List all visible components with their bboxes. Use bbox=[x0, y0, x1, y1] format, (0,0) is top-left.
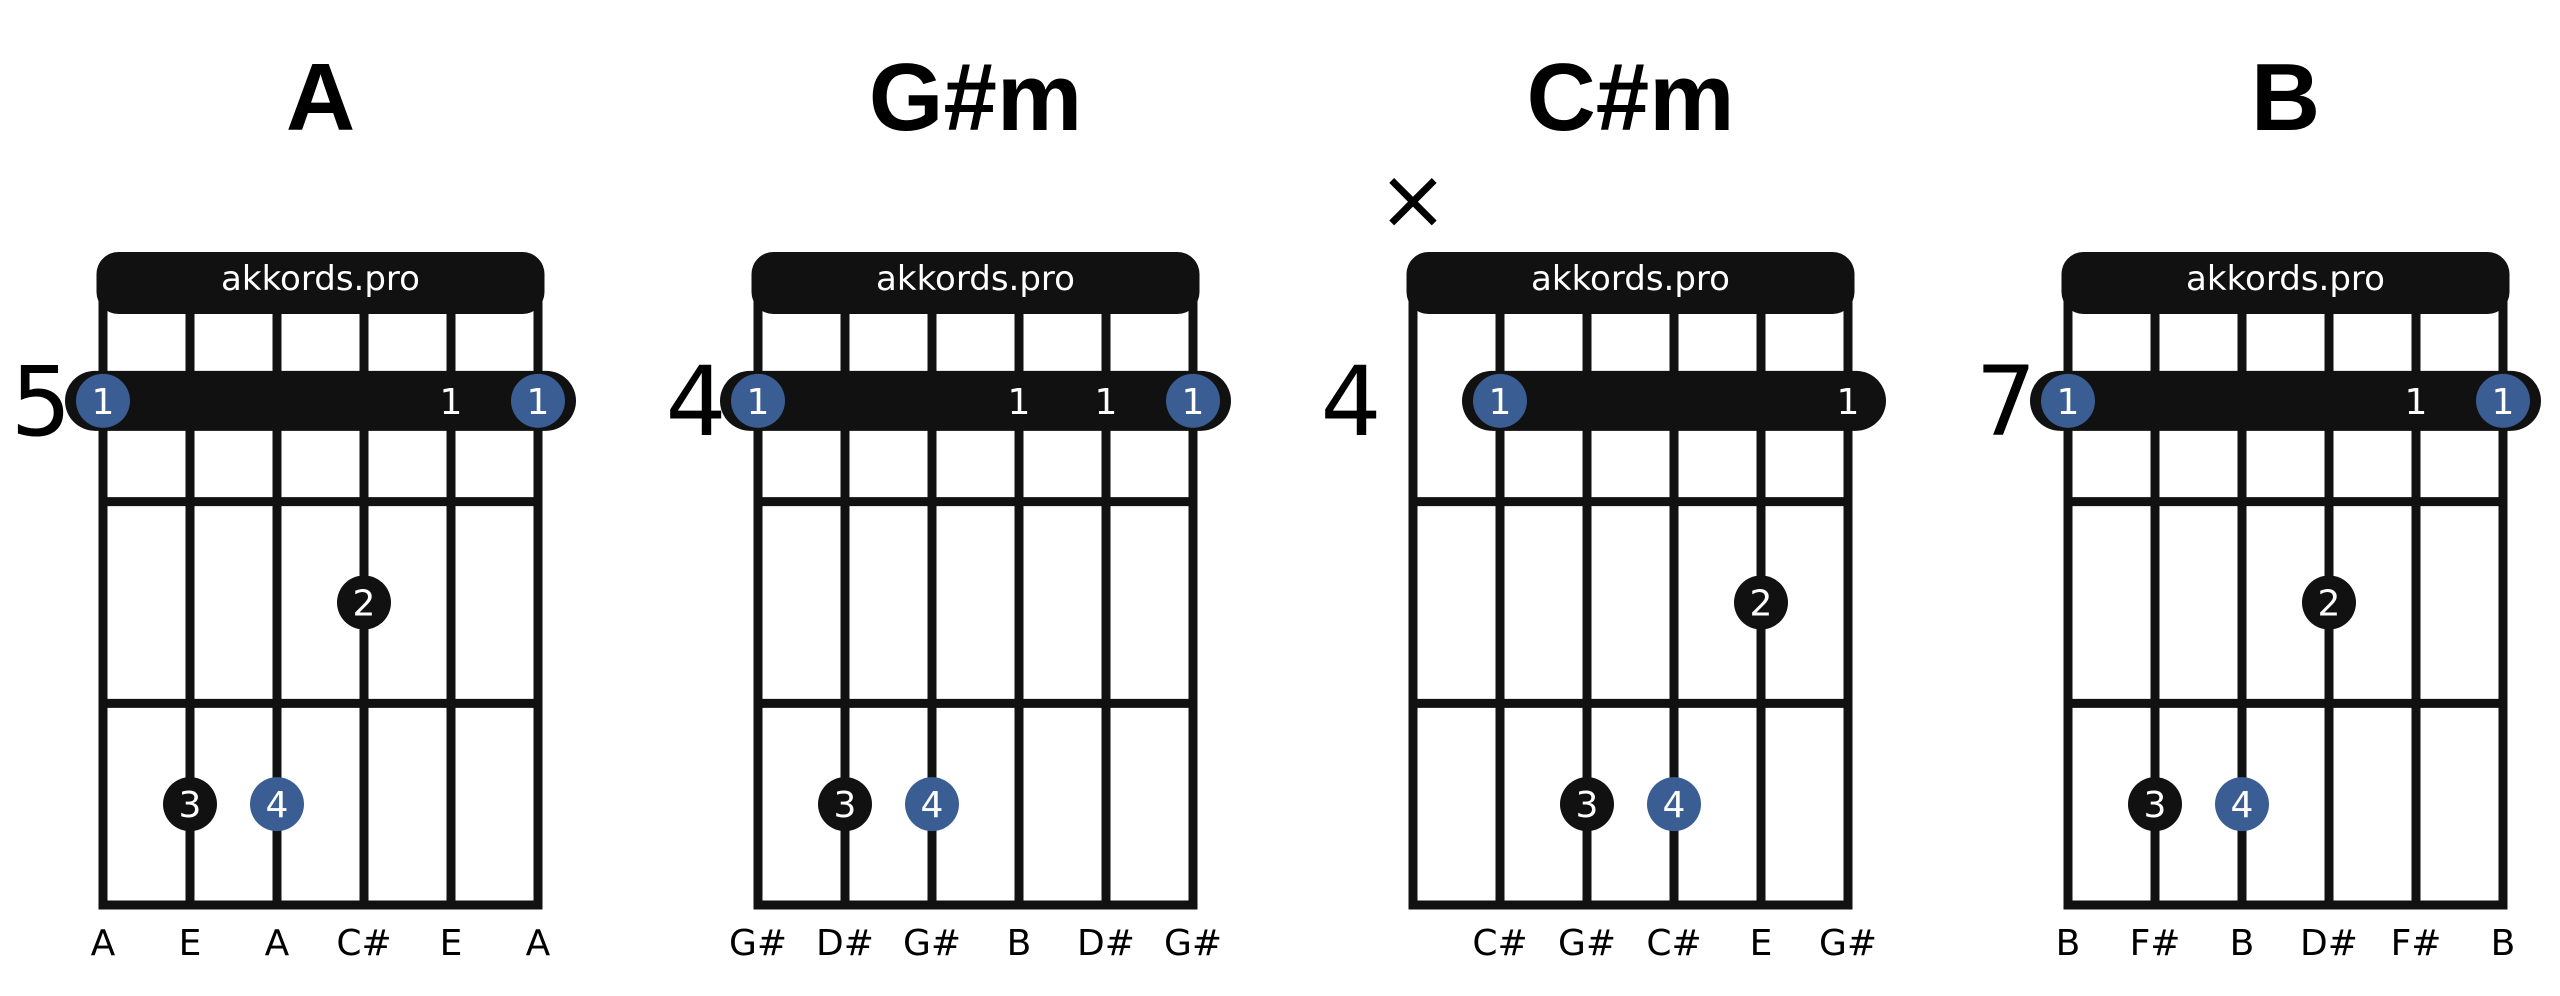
string-note-label: D# bbox=[2300, 923, 2358, 964]
string-note-label: D# bbox=[816, 923, 874, 964]
string-note-label: B bbox=[2230, 923, 2255, 964]
brand-label: akkords.pro bbox=[1531, 259, 1730, 299]
finger-number: 2 bbox=[2318, 584, 2341, 625]
finger-dot bbox=[818, 777, 872, 832]
string-note-label: G# bbox=[903, 923, 961, 964]
finger-number: 4 bbox=[921, 785, 944, 826]
finger-number: 1 bbox=[1008, 382, 1031, 423]
string-note-label: G# bbox=[1558, 923, 1616, 964]
brand-label: akkords.pro bbox=[2186, 259, 2385, 299]
finger-number: 1 bbox=[440, 382, 463, 423]
finger-number: 4 bbox=[266, 785, 289, 826]
root-note-dot bbox=[511, 373, 565, 428]
brand-label: akkords.pro bbox=[221, 259, 420, 299]
string-note-label: A bbox=[91, 923, 116, 964]
root-note-dot bbox=[1473, 373, 1527, 428]
finger-number: 3 bbox=[2144, 785, 2167, 826]
barre bbox=[65, 370, 576, 431]
root-note-dot bbox=[2041, 373, 2095, 428]
nut-header bbox=[1406, 252, 1855, 314]
string-note-label: G# bbox=[1819, 923, 1877, 964]
finger-number: 1 bbox=[1489, 382, 1512, 423]
root-note-dot bbox=[76, 373, 130, 428]
string-note-label: E bbox=[179, 923, 202, 964]
string-note-label: A bbox=[265, 923, 290, 964]
root-note-dot bbox=[250, 777, 304, 832]
finger-number: 1 bbox=[2057, 382, 2080, 423]
finger-number: 1 bbox=[1182, 382, 1205, 423]
string-note-label: D# bbox=[1077, 923, 1135, 964]
string-note-label: E bbox=[440, 923, 463, 964]
finger-number: 2 bbox=[353, 584, 376, 625]
start-fret-number: 4 bbox=[665, 346, 726, 458]
chord-2: C#m akkords.pro 4 × 1 1 2 3 4C# G# C# E G# bbox=[1320, 44, 1886, 964]
nut-header bbox=[751, 252, 1200, 314]
muted-string-x: × bbox=[1378, 150, 1448, 248]
chord-name: G#m bbox=[869, 44, 1082, 151]
finger-dot bbox=[163, 777, 217, 832]
barre bbox=[2030, 370, 2541, 431]
nut-header bbox=[96, 252, 545, 314]
string-note-label: A bbox=[526, 923, 551, 964]
root-note-dot bbox=[2215, 777, 2269, 832]
barre bbox=[1462, 370, 1886, 431]
root-note-dot bbox=[2476, 373, 2530, 428]
string-note-label: G# bbox=[1164, 923, 1222, 964]
root-note-dot bbox=[1166, 373, 1220, 428]
chord-name: B bbox=[2251, 44, 2320, 151]
string-note-label: C# bbox=[1646, 923, 1701, 964]
barre bbox=[720, 370, 1231, 431]
start-fret-number: 5 bbox=[10, 346, 71, 458]
finger-number: 1 bbox=[2405, 382, 2428, 423]
finger-number: 2 bbox=[1750, 584, 1773, 625]
finger-number: 4 bbox=[1663, 785, 1686, 826]
finger-number: 4 bbox=[2231, 785, 2254, 826]
nut-header bbox=[2061, 252, 2510, 314]
finger-dot bbox=[2302, 575, 2356, 630]
finger-dot bbox=[1734, 575, 1788, 630]
finger-number: 1 bbox=[527, 382, 550, 423]
string-note-label: C# bbox=[1472, 923, 1527, 964]
finger-number: 1 bbox=[1837, 382, 1860, 423]
string-note-label: B bbox=[2491, 923, 2516, 964]
finger-number: 3 bbox=[179, 785, 202, 826]
finger-dot bbox=[1560, 777, 1614, 832]
finger-number: 1 bbox=[92, 382, 115, 423]
finger-number: 3 bbox=[834, 785, 857, 826]
root-note-dot bbox=[1647, 777, 1701, 832]
string-note-label: F# bbox=[2130, 923, 2181, 964]
start-fret-number: 4 bbox=[1320, 346, 1381, 458]
root-note-dot bbox=[905, 777, 959, 832]
finger-number: 1 bbox=[2492, 382, 2515, 423]
finger-number: 1 bbox=[747, 382, 770, 423]
chord-name: C#m bbox=[1526, 44, 1734, 151]
string-note-label: G# bbox=[729, 923, 787, 964]
finger-dot bbox=[2128, 777, 2182, 832]
brand-label: akkords.pro bbox=[876, 259, 1075, 299]
chord-name: A bbox=[286, 44, 355, 151]
root-note-dot bbox=[731, 373, 785, 428]
string-note-label: C# bbox=[336, 923, 391, 964]
finger-number: 3 bbox=[1576, 785, 1599, 826]
string-note-label: E bbox=[1750, 923, 1773, 964]
finger-dot bbox=[337, 575, 391, 630]
string-note-label: B bbox=[1007, 923, 1032, 964]
string-note-label: B bbox=[2056, 923, 2081, 964]
start-fret-number: 7 bbox=[1975, 346, 2036, 458]
string-note-label: F# bbox=[2391, 923, 2442, 964]
finger-number: 1 bbox=[1095, 382, 1118, 423]
